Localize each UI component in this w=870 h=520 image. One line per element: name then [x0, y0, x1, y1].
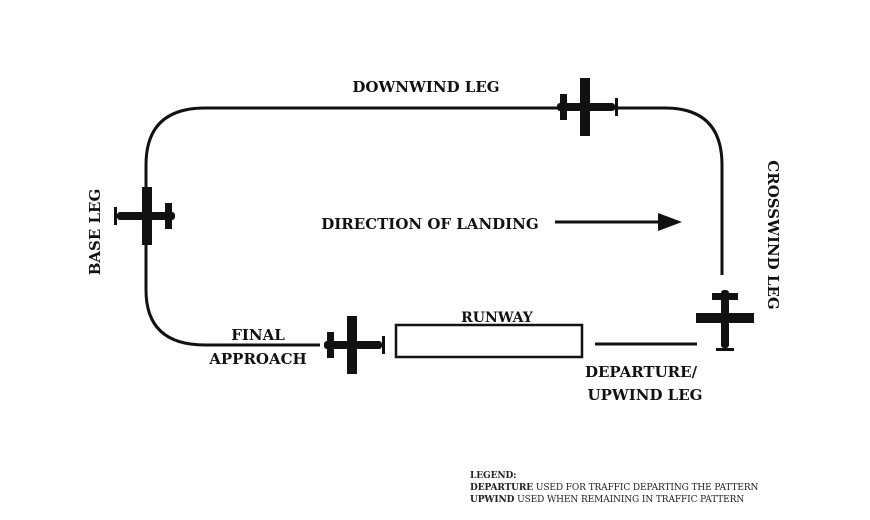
- final-approach-label-2: APPROACH: [208, 350, 306, 368]
- airplane-icon: [324, 316, 385, 374]
- crosswind-leg-label: CROSSWIND LEG: [764, 160, 782, 309]
- legend-title: LEGEND:: [470, 471, 517, 481]
- direction-of-landing-label: DIRECTION OF LANDING: [321, 215, 538, 233]
- traffic-pattern-path: [144, 106, 724, 347]
- direction-arrow-icon: [555, 213, 682, 231]
- final-approach-label-1: FINAL: [231, 326, 285, 344]
- base-leg-label: BASE LEG: [86, 189, 104, 276]
- departure-label-1: DEPARTURE/: [585, 363, 698, 381]
- legend-item: UPWIND USED WHEN REMAINING IN TRAFFIC PA…: [470, 495, 745, 505]
- runway-label: RUNWAY: [461, 310, 534, 326]
- departure-label-2: UPWIND LEG: [588, 386, 703, 404]
- airplane-icon: [114, 187, 175, 245]
- airplane-icon: [696, 290, 754, 351]
- legend: LEGEND: DEPARTURE USED FOR TRAFFIC DEPAR…: [470, 470, 865, 506]
- airplane-icon: [557, 78, 618, 136]
- runway: [394, 323, 584, 359]
- legend-item: DEPARTURE USED FOR TRAFFIC DEPARTING THE…: [470, 483, 759, 493]
- downwind-leg-label: DOWNWIND LEG: [352, 78, 499, 96]
